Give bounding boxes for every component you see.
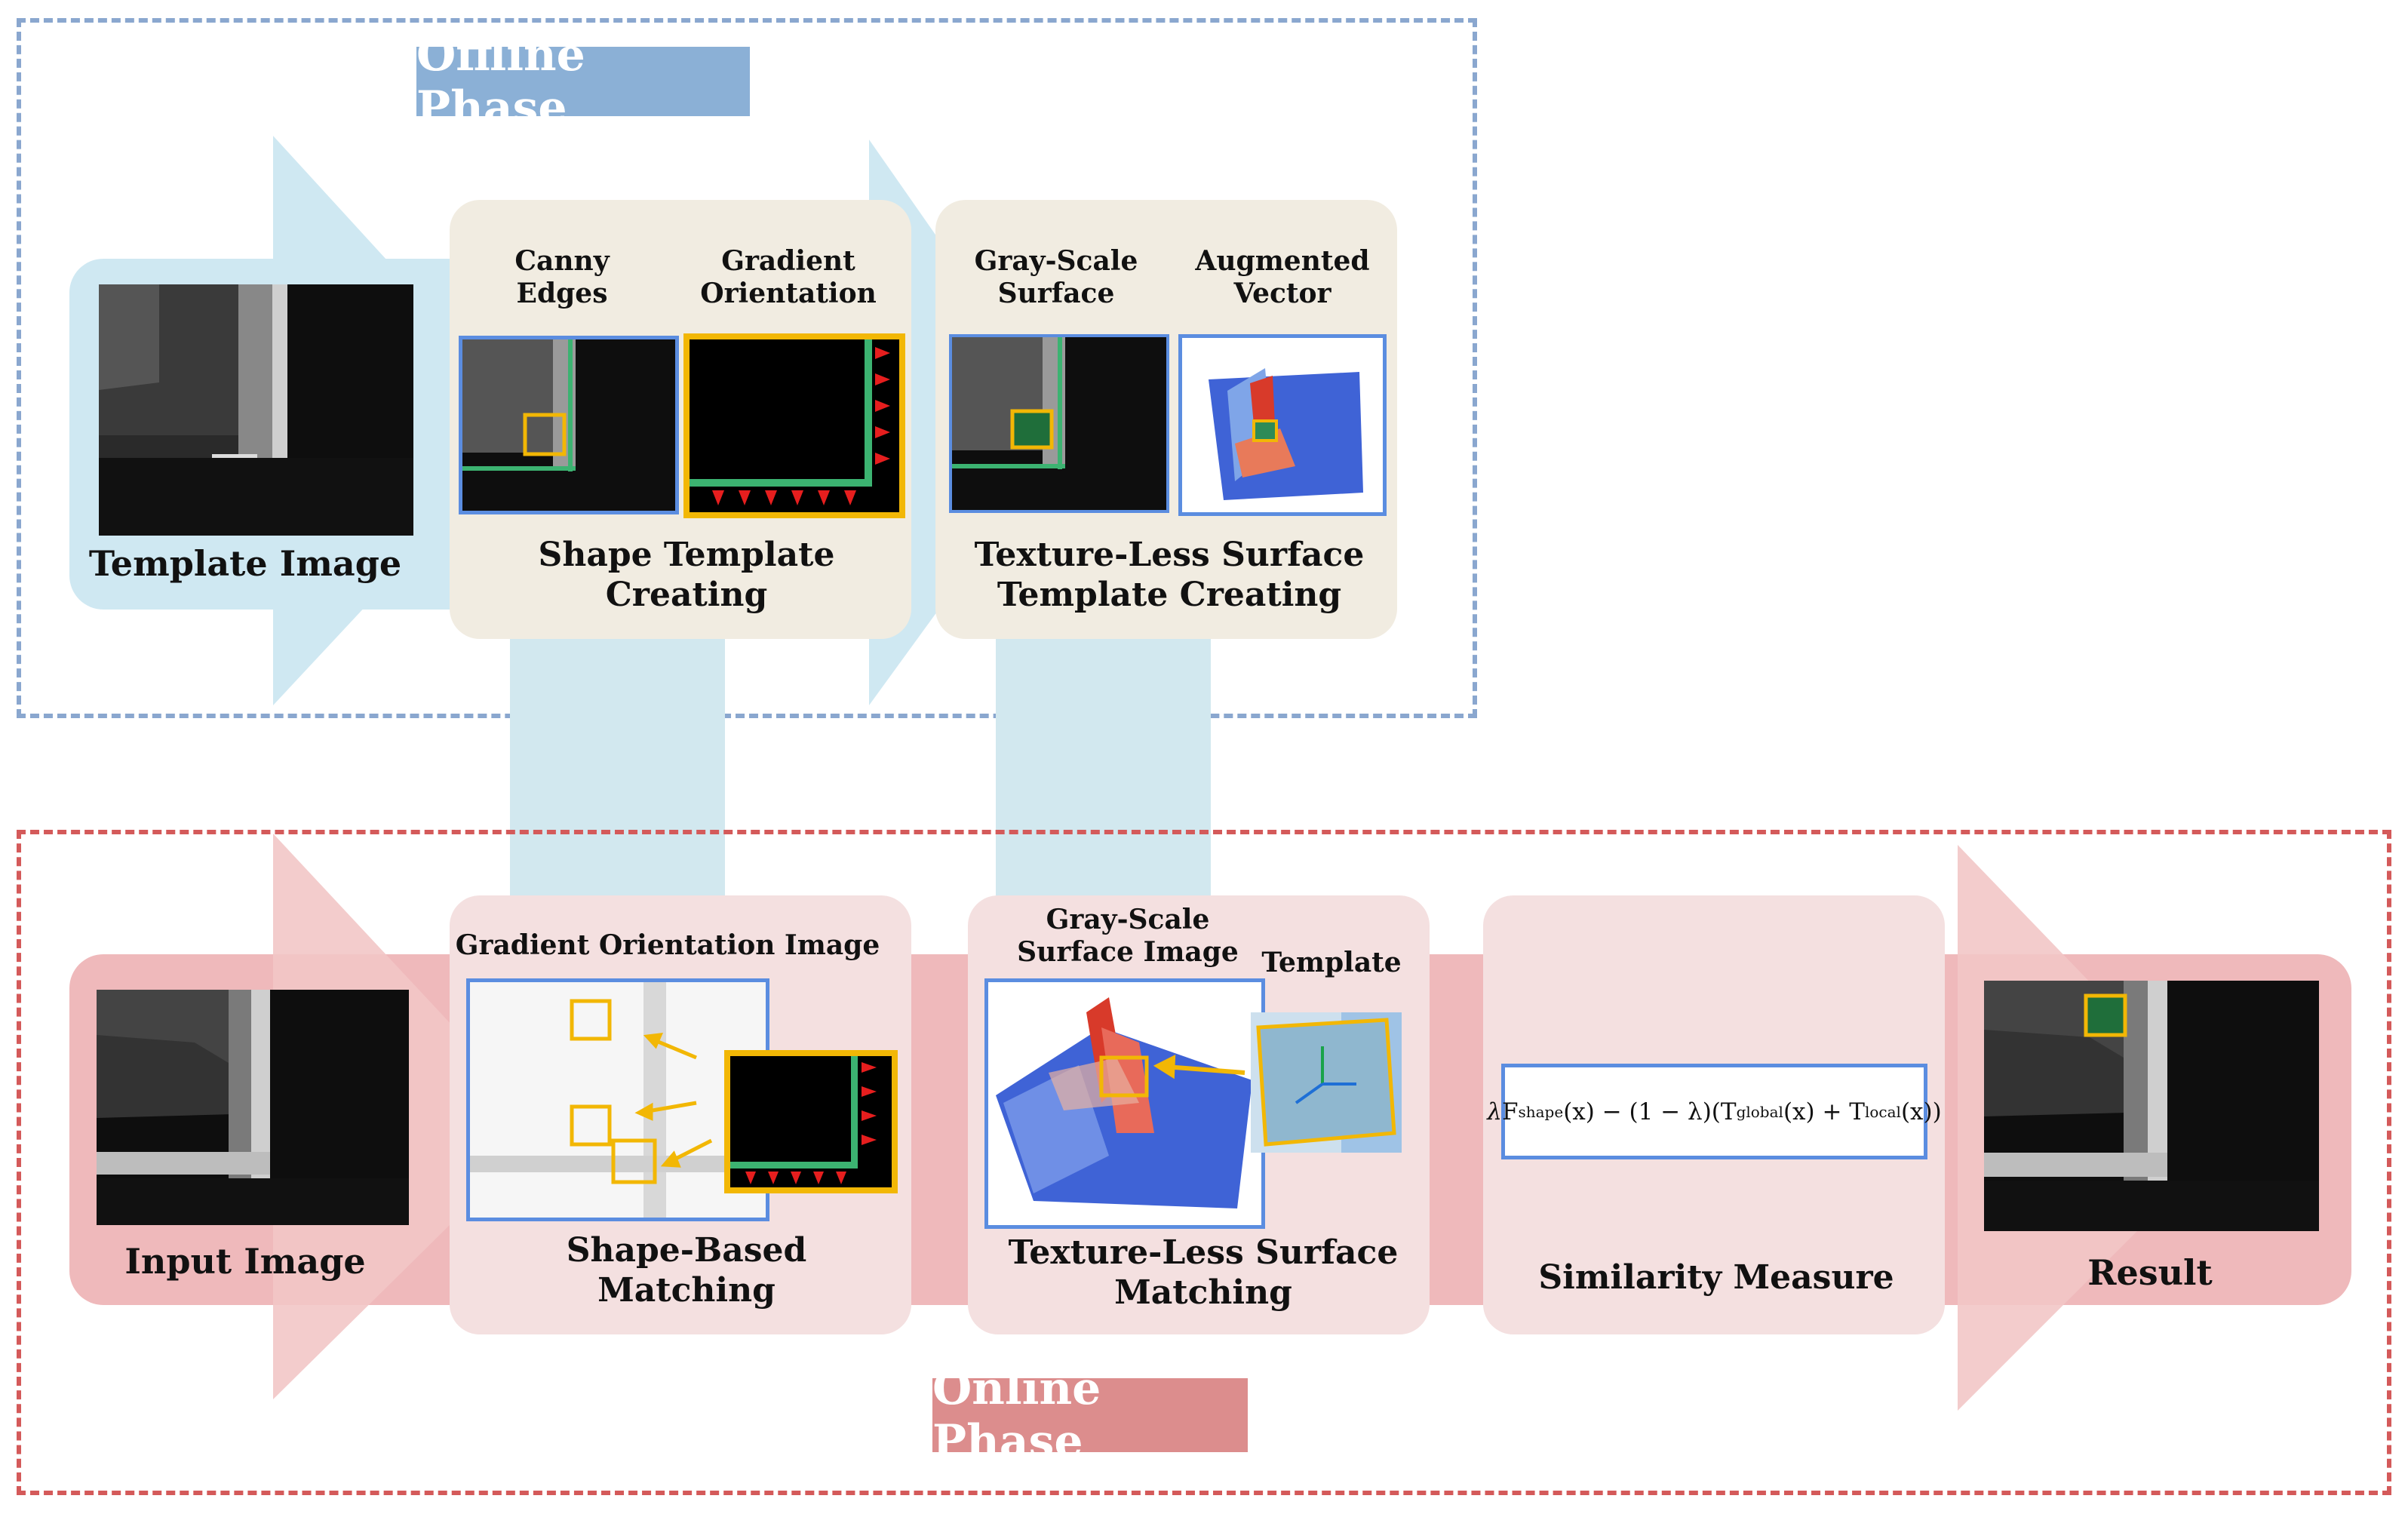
gray-scale-surface-line2: Surface <box>997 278 1115 310</box>
connector-shape <box>510 634 725 898</box>
canny-edges-label: Canny Edges <box>468 245 656 310</box>
gray-scale-surface-label: Gray-Scale Surface <box>951 245 1162 310</box>
gradient-orientation-line1: Gradient <box>721 245 855 277</box>
template-caption: Template <box>1261 947 1402 978</box>
shape-template-title-line1: Shape Template <box>538 536 835 574</box>
gradient-orientation-map <box>466 978 769 1221</box>
augmented-vector-line2: Vector <box>1233 278 1331 310</box>
gray-scale-surface-image-caption: Gray-Scale Surface Image <box>1003 904 1252 969</box>
augmented-vector-image <box>1178 334 1387 516</box>
shape-template-title-line2: Creating <box>605 575 768 614</box>
formula-x3: (x)) <box>1900 1098 1942 1126</box>
similarity-formula: λ F shape (x) − (1 − λ)(T global (x) + T… <box>1487 1064 1942 1159</box>
result-image-art <box>1984 981 2319 1231</box>
offline-phase-frame <box>17 18 1477 718</box>
shape-matching-title: Shape-Based Matching <box>468 1231 905 1311</box>
template-image <box>99 284 413 536</box>
gradient-orientation-art <box>690 339 890 505</box>
similarity-title: Similarity Measure <box>1538 1258 1894 1297</box>
formula-t1-sub: global <box>1736 1102 1783 1121</box>
online-phase-label: Online Phase <box>932 1362 1248 1468</box>
template-image-art <box>99 284 413 536</box>
gradient-orientation-label: Gradient Orientation <box>679 245 898 310</box>
gradient-orientation-image-caption: Gradient Orientation Image <box>455 929 880 961</box>
augmented-vector-art <box>1209 368 1363 500</box>
gradient-orientation-template-art <box>730 1056 877 1184</box>
gradient-orientation-template <box>724 1050 898 1193</box>
input-image <box>97 990 409 1225</box>
surface-image-3d-art <box>996 997 1252 1208</box>
gradient-orientation-image <box>683 333 905 518</box>
template-image-label: Template Image <box>88 543 402 584</box>
shape-matching-title-line1: Shape-Based <box>566 1231 807 1270</box>
formula-x1: (x) <box>1563 1098 1595 1126</box>
formula-lambda: λ <box>1487 1098 1502 1126</box>
surface-template-title-line1: Texture-Less Surface <box>974 536 1365 574</box>
canny-edges-art <box>462 339 576 471</box>
formula-x2: (x) + T <box>1783 1098 1865 1126</box>
surface-template-title: Texture-Less Surface Template Creating <box>943 536 1396 616</box>
gray-scale-surface-image-caption-line2: Surface Image <box>1017 936 1239 969</box>
result-label: Result <box>2087 1252 2213 1293</box>
connector-surface <box>996 634 1211 898</box>
surface-matching-title: Texture-Less Surface Matching <box>973 1233 1433 1313</box>
surface-template-art <box>1251 1012 1402 1153</box>
gradient-orientation-map-art <box>470 982 766 1218</box>
shape-template-title: Shape Template Creating <box>468 536 905 616</box>
gray-scale-surface-image <box>949 334 1169 513</box>
canny-edges-line2: Edges <box>516 278 608 310</box>
surface-matching-title-line2: Matching <box>1114 1273 1292 1312</box>
formula-minus: − (1 − λ)(T <box>1594 1098 1737 1126</box>
surface-matching-title-line1: Texture-Less Surface <box>1008 1233 1399 1272</box>
formula-f-sub: shape <box>1518 1102 1564 1121</box>
surface-image-3d <box>984 978 1265 1229</box>
augmented-vector-line1: Augmented <box>1195 245 1370 277</box>
gray-scale-surface-line1: Gray-Scale <box>974 245 1138 277</box>
augmented-vector-label: Augmented Vector <box>1177 245 1388 310</box>
result-image <box>1984 981 2319 1231</box>
formula-f: F <box>1501 1098 1519 1126</box>
gray-scale-surface-art <box>952 337 1065 469</box>
formula-t2-sub: local <box>1864 1102 1901 1121</box>
gradient-orientation-line2: Orientation <box>700 278 877 310</box>
gray-scale-surface-image-caption-line1: Gray-Scale <box>1046 904 1210 935</box>
online-phase-frame <box>17 830 2391 1495</box>
shape-matching-title-line2: Matching <box>597 1270 776 1310</box>
canny-edges-image <box>459 336 679 514</box>
input-image-art <box>97 990 409 1225</box>
input-image-label: Input Image <box>124 1241 366 1282</box>
surface-template-image <box>1251 1012 1402 1153</box>
surface-template-title-line2: Template Creating <box>997 575 1342 614</box>
canny-edges-line1: Canny <box>514 245 610 277</box>
